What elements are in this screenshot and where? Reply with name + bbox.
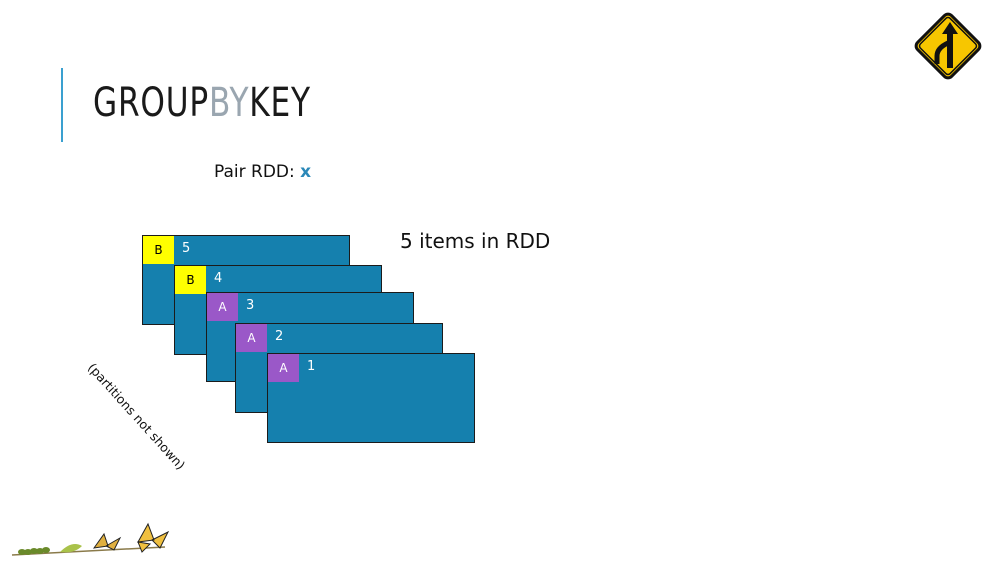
title-part-by: BY — [208, 80, 250, 126]
pair-rdd-text: Pair RDD: — [214, 162, 295, 182]
item-key: A — [268, 354, 299, 382]
pair-rdd-label: Pair RDD: x — [214, 162, 311, 182]
merge-road-sign-icon — [914, 12, 982, 80]
partitions-note: (partitions not shown) — [84, 360, 189, 473]
item-value: 1 — [307, 359, 316, 374]
accent-bar — [61, 68, 63, 142]
item-key: B — [175, 266, 206, 294]
item-count-label: 5 items in RDD — [400, 229, 551, 253]
rdd-item-card: A 1 — [267, 353, 475, 443]
item-key: A — [236, 324, 267, 352]
item-value: 4 — [214, 271, 223, 286]
item-value: 3 — [246, 298, 255, 313]
item-key: B — [143, 236, 174, 264]
item-key: A — [207, 293, 238, 321]
item-value: 5 — [182, 241, 191, 256]
caterpillar-butterfly-icon — [11, 522, 170, 556]
item-value: 2 — [275, 329, 284, 344]
slide-title: GROUPBYKEY — [93, 80, 311, 126]
title-part-group: GROUP — [93, 80, 209, 126]
pair-rdd-variable: x — [300, 162, 312, 182]
title-part-key: KEY — [249, 80, 311, 126]
